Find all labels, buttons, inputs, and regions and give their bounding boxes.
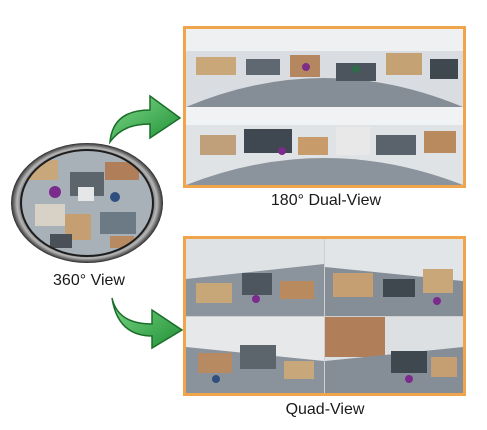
view-360-label: 360° View [53,272,125,289]
dual-view-panel [183,26,466,188]
quad-view-bottom-right-image [325,317,463,393]
quad-view-top-left-image [186,239,324,316]
dual-view-label: 180° Dual-View [270,192,382,209]
quad-view-top-right-image [325,239,463,316]
curved-arrow-right-icon [109,94,182,144]
quad-view-panel [183,236,466,396]
fisheye-360-image [11,143,163,263]
quad-view-label: Quad-View [285,401,365,418]
curved-arrow-right-icon [111,297,184,350]
dual-view-bottom-image [186,107,463,185]
quad-view-bottom-left-image [186,317,324,393]
dual-view-top-image [186,29,463,107]
